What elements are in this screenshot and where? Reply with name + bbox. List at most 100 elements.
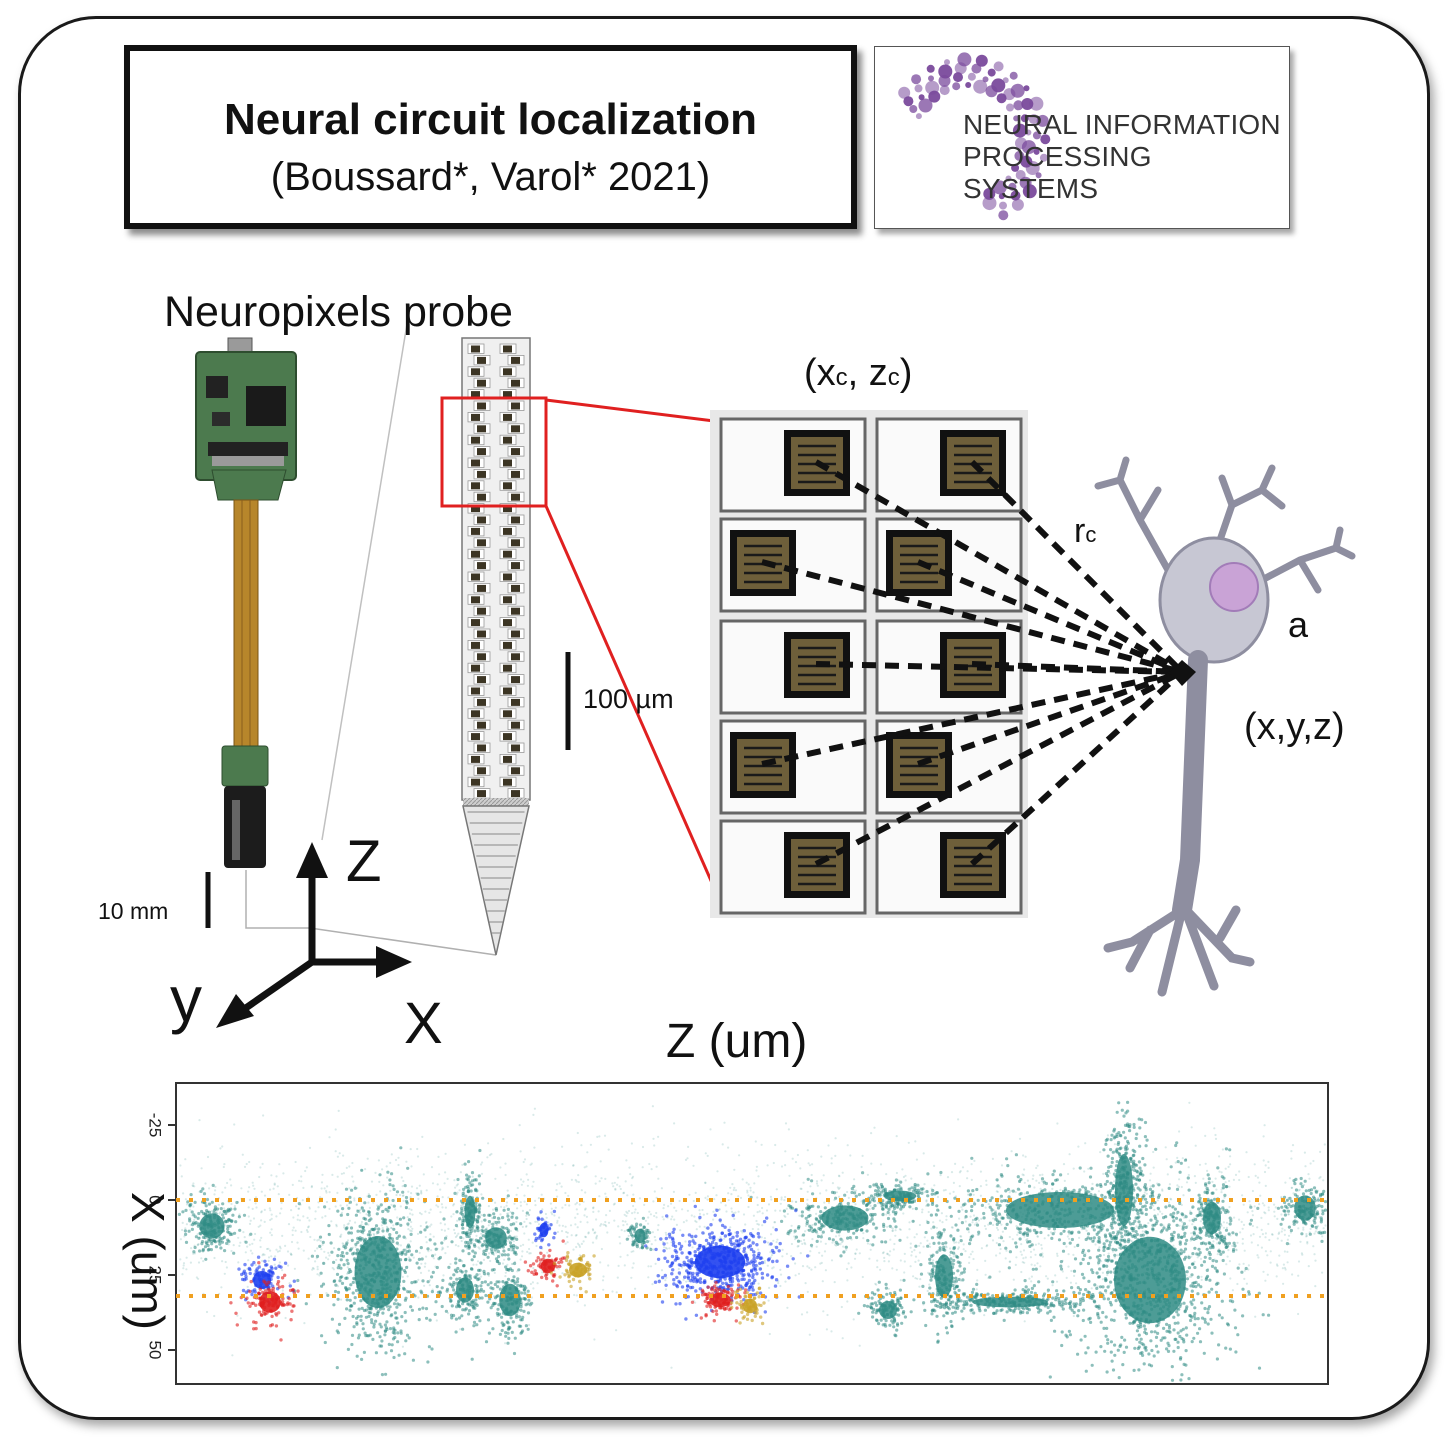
scatter-point: [1222, 1226, 1226, 1229]
scatter-point: [310, 1254, 314, 1258]
scatter-point: [429, 1208, 432, 1211]
scatter-point: [656, 1228, 660, 1231]
scatter-point: [560, 1230, 564, 1233]
scatter-point: [576, 1242, 580, 1245]
scatter-point: [427, 1269, 430, 1272]
scatter-point: [992, 1223, 995, 1227]
scatter-point: [1284, 1268, 1287, 1271]
scatter-point: [1077, 1145, 1080, 1148]
scatter-point: [238, 1228, 242, 1232]
scatter-point: [517, 1268, 521, 1272]
scatter-point: [834, 1235, 838, 1238]
scatter-point: [961, 1278, 965, 1282]
scatter-point: [465, 1177, 469, 1181]
scatter-point: [561, 1224, 565, 1227]
scatter-point: [391, 1240, 395, 1244]
logo-dot: [1033, 148, 1040, 155]
zoom-line: [245, 870, 497, 956]
scatter-point: [921, 1211, 924, 1214]
probe-site: [471, 550, 480, 558]
scatter-point: [660, 1269, 664, 1272]
scatter-point: [952, 1181, 956, 1184]
scatter-point: [1233, 1216, 1236, 1219]
scatter-point: [842, 1250, 846, 1254]
scatter-point: [971, 1250, 974, 1253]
logo-dot: [1011, 163, 1020, 172]
logo-dot: [939, 85, 950, 96]
scatter-point: [475, 1234, 478, 1237]
scatter-point: [526, 1184, 530, 1187]
scatter-point: [1225, 1221, 1229, 1224]
scatter-point: [507, 1212, 510, 1215]
scatter-point: [463, 1274, 467, 1278]
scatter-point: [733, 1168, 736, 1171]
scatter-point: [681, 1208, 684, 1211]
scatter-point: [368, 1233, 372, 1237]
scatter-point: [600, 1247, 604, 1251]
scatter-point: [686, 1209, 690, 1212]
scatter-point: [472, 1324, 476, 1328]
scatter-point: [393, 1335, 397, 1340]
scatter-point: [779, 1273, 783, 1276]
scatter-point: [583, 1166, 586, 1169]
logo-dot: [1021, 140, 1036, 155]
scatter-point: [546, 1251, 549, 1254]
scatter-point: [1266, 1273, 1269, 1276]
probe-shank: [461, 337, 531, 956]
scatter-point: [194, 1235, 198, 1239]
scatter-point: [208, 1187, 211, 1190]
scatter-point: [464, 1194, 468, 1198]
scatter-point: [273, 1183, 276, 1186]
scatter-point: [277, 1193, 280, 1196]
scatter-point: [633, 1211, 636, 1214]
scatter-point: [467, 1309, 472, 1313]
scatter-point: [744, 1223, 747, 1226]
scatter-point: [200, 1209, 204, 1214]
scatter-point: [1116, 1254, 1119, 1257]
scatter-point: [500, 1205, 503, 1208]
scatter-point: [406, 1245, 410, 1249]
scatter-point: [384, 1207, 388, 1211]
scatter-point: [302, 1249, 305, 1252]
scatter-point: [230, 1184, 233, 1187]
scatter-point: [956, 1269, 960, 1273]
probe-site: [471, 368, 480, 376]
scatter-point: [780, 1165, 784, 1168]
logo-dot: [999, 201, 1007, 210]
scatter-point: [576, 1226, 579, 1229]
scatter-point: [801, 1265, 805, 1268]
scatter-point: [884, 1204, 888, 1208]
probe-site: [511, 516, 520, 524]
scatter-point: [861, 1275, 864, 1279]
scatter-point: [1073, 1274, 1076, 1277]
scatter-point: [423, 1265, 426, 1268]
scatter-point: [261, 1259, 264, 1262]
scatter-point: [796, 1245, 799, 1248]
scatter-point: [783, 1199, 786, 1202]
scatter-point: [189, 1261, 192, 1264]
scatter-point: [898, 1228, 902, 1231]
scatter-point: [221, 1260, 224, 1263]
scatter-point: [496, 1285, 500, 1289]
neuropixels-device: [195, 337, 297, 868]
probe-site: [503, 436, 512, 444]
scatter-point: [603, 1134, 607, 1137]
scatter-point: [930, 1312, 934, 1316]
logo-dot: [1009, 71, 1018, 80]
scatter-point: [753, 1182, 756, 1185]
scatter-point: [233, 1231, 237, 1235]
scatter-point: [1178, 1224, 1181, 1227]
scatter-point: [999, 1247, 1002, 1251]
scatter-point: [519, 1244, 522, 1247]
axes-3d: [216, 842, 412, 1028]
scatter-point: [518, 1124, 521, 1127]
scatter-point: [339, 1258, 343, 1262]
scatter-point: [1008, 1235, 1011, 1239]
scatter-point: [525, 1211, 529, 1215]
scatter-point: [502, 1208, 506, 1212]
scatter-point: [363, 1217, 368, 1221]
scatter-point: [526, 1289, 530, 1293]
scatter-point: [626, 1254, 629, 1257]
scatter-point: [504, 1280, 508, 1284]
scatter-point: [464, 1244, 468, 1248]
